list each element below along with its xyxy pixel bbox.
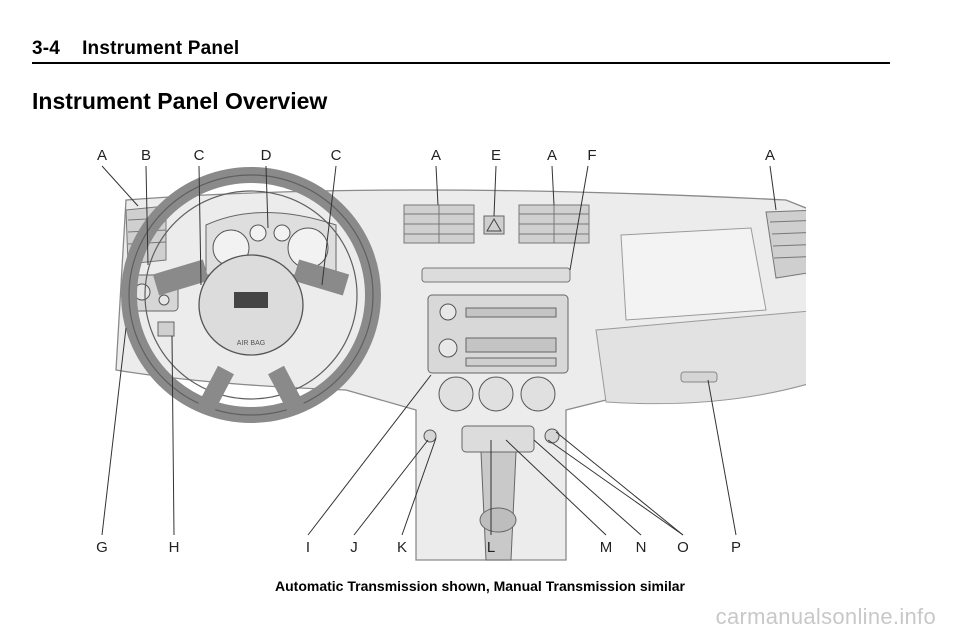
callout-top-c2: C bbox=[331, 147, 342, 164]
steering-wheel bbox=[121, 167, 381, 423]
climate-knob-center bbox=[478, 376, 514, 412]
center-left-air-vent bbox=[403, 204, 475, 244]
climate-knob-left bbox=[438, 376, 474, 412]
radio-unit bbox=[427, 294, 569, 374]
callout-top-a2: A bbox=[431, 147, 441, 164]
callout-bottom-p: P bbox=[731, 539, 741, 556]
section-title: Instrument Panel bbox=[82, 38, 240, 59]
watermark: carmanualsonline.info bbox=[715, 604, 936, 629]
callout-bottom-k: K bbox=[397, 539, 407, 556]
speedometer bbox=[287, 227, 329, 269]
leader-lines bbox=[101, 165, 777, 536]
page-header: 3-4 Instrument Panel bbox=[32, 38, 239, 60]
switch-strip bbox=[421, 267, 571, 283]
callout-bottom-j: J bbox=[350, 539, 358, 556]
callout-bottom-h: H bbox=[169, 539, 180, 556]
glovebox-handle bbox=[680, 371, 718, 383]
callout-top-d: D bbox=[261, 147, 272, 164]
callout-top-a3: A bbox=[547, 147, 557, 164]
callout-bottom-n: N bbox=[636, 539, 647, 556]
callout-bottom-m: M bbox=[600, 539, 613, 556]
callout-top-c1: C bbox=[194, 147, 205, 164]
callout-top-f: F bbox=[587, 147, 596, 164]
callout-bottom-g: G bbox=[96, 539, 108, 556]
right-air-vent bbox=[765, 210, 806, 279]
header-rule bbox=[32, 62, 890, 64]
airbag-text: AIR BAG bbox=[237, 340, 265, 347]
instrument-panel-illustration: AIR BAG A B C D bbox=[86, 140, 806, 566]
page-number: 3-4 bbox=[32, 38, 61, 59]
callout-bottom-l: L bbox=[487, 539, 495, 556]
callout-top-a4: A bbox=[765, 147, 775, 164]
callout-top-a1: A bbox=[97, 147, 107, 164]
console-button-right bbox=[544, 428, 560, 444]
page-title: Instrument Panel Overview bbox=[32, 88, 328, 114]
callout-top-e: E bbox=[491, 147, 501, 164]
center-right-air-vent bbox=[518, 204, 590, 244]
console-button-left bbox=[423, 429, 437, 443]
upper-glovebox-panel bbox=[620, 227, 767, 321]
hazard-triangle-icon bbox=[486, 218, 502, 232]
gauge-small-left bbox=[249, 224, 267, 242]
gauge-small-right bbox=[273, 224, 291, 242]
shift-lever bbox=[461, 425, 535, 561]
callout-top-b: B bbox=[141, 147, 151, 164]
glovebox-panel bbox=[595, 310, 806, 405]
callout-bottom-o: O bbox=[677, 539, 689, 556]
figure-caption: Automatic Transmission shown, Manual Tra… bbox=[275, 578, 685, 594]
lower-switch bbox=[157, 321, 175, 337]
callout-bottom-i: I bbox=[306, 539, 310, 556]
climate-knob-right bbox=[520, 376, 556, 412]
